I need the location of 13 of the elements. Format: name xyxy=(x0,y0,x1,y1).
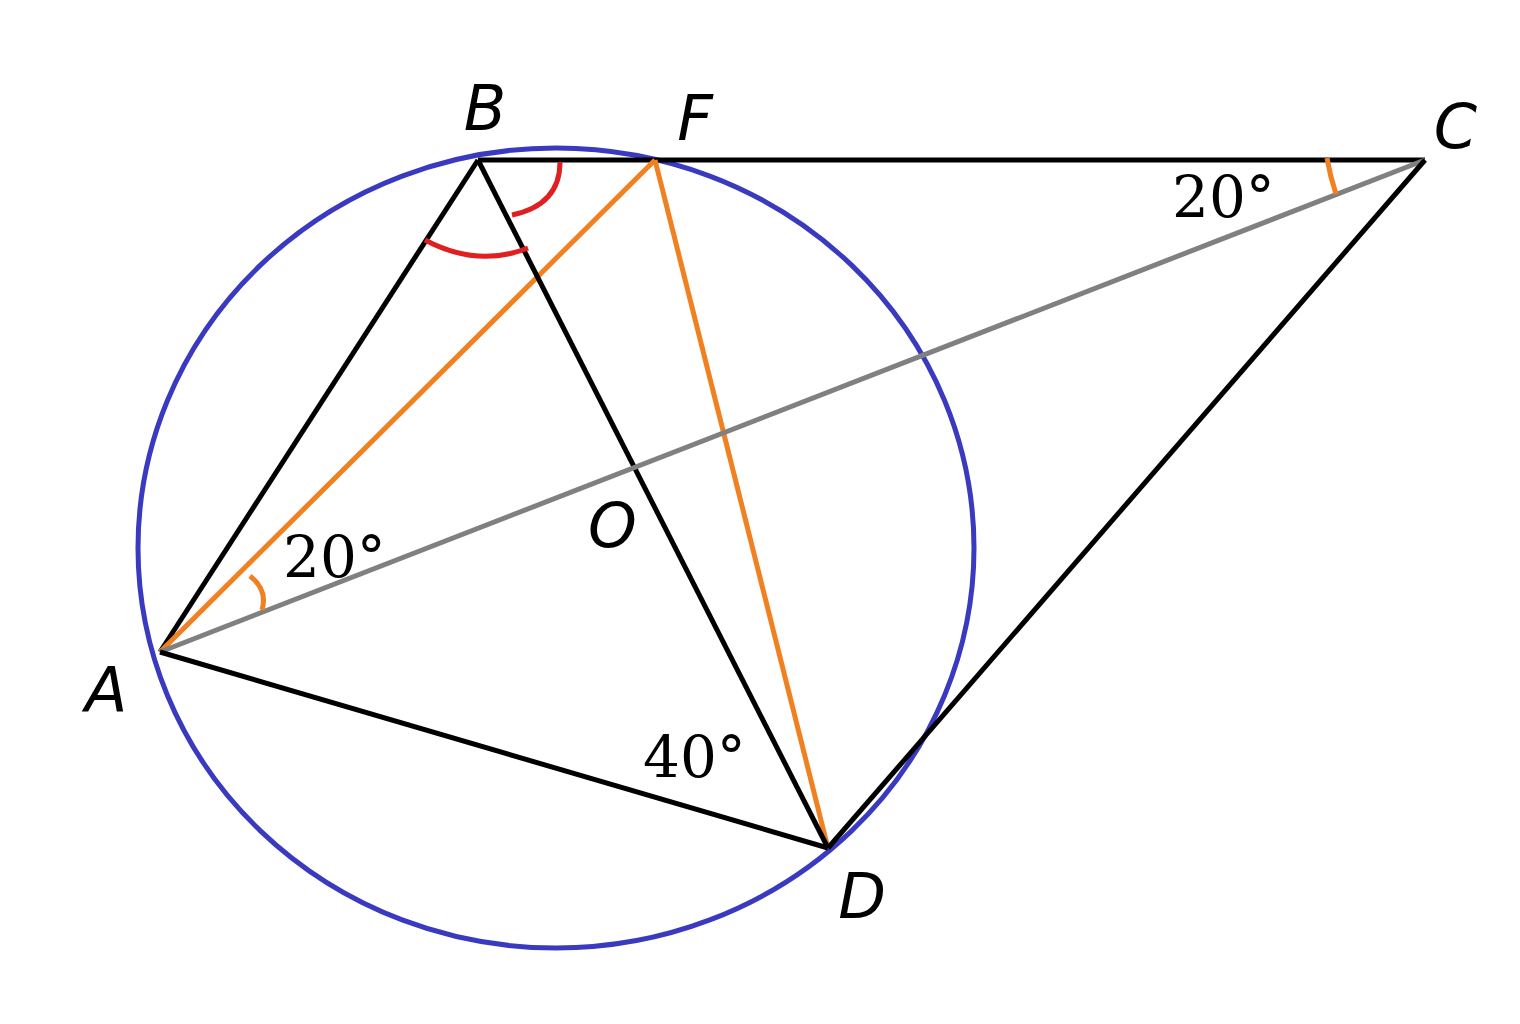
point-label: O xyxy=(585,495,640,557)
angle-label: 20° xyxy=(283,528,386,586)
line-segment xyxy=(158,158,657,654)
angle-label: 20° xyxy=(1172,168,1275,226)
line-segment xyxy=(478,157,1425,163)
line-segment xyxy=(159,649,829,851)
point-label: F xyxy=(655,88,713,160)
point-label: C xyxy=(1425,96,1477,160)
line-segment xyxy=(826,158,1427,850)
line-segment xyxy=(159,157,1426,655)
point-label: B xyxy=(455,78,515,160)
angle-label: 40° xyxy=(643,728,746,786)
point-label: D xyxy=(828,848,886,928)
